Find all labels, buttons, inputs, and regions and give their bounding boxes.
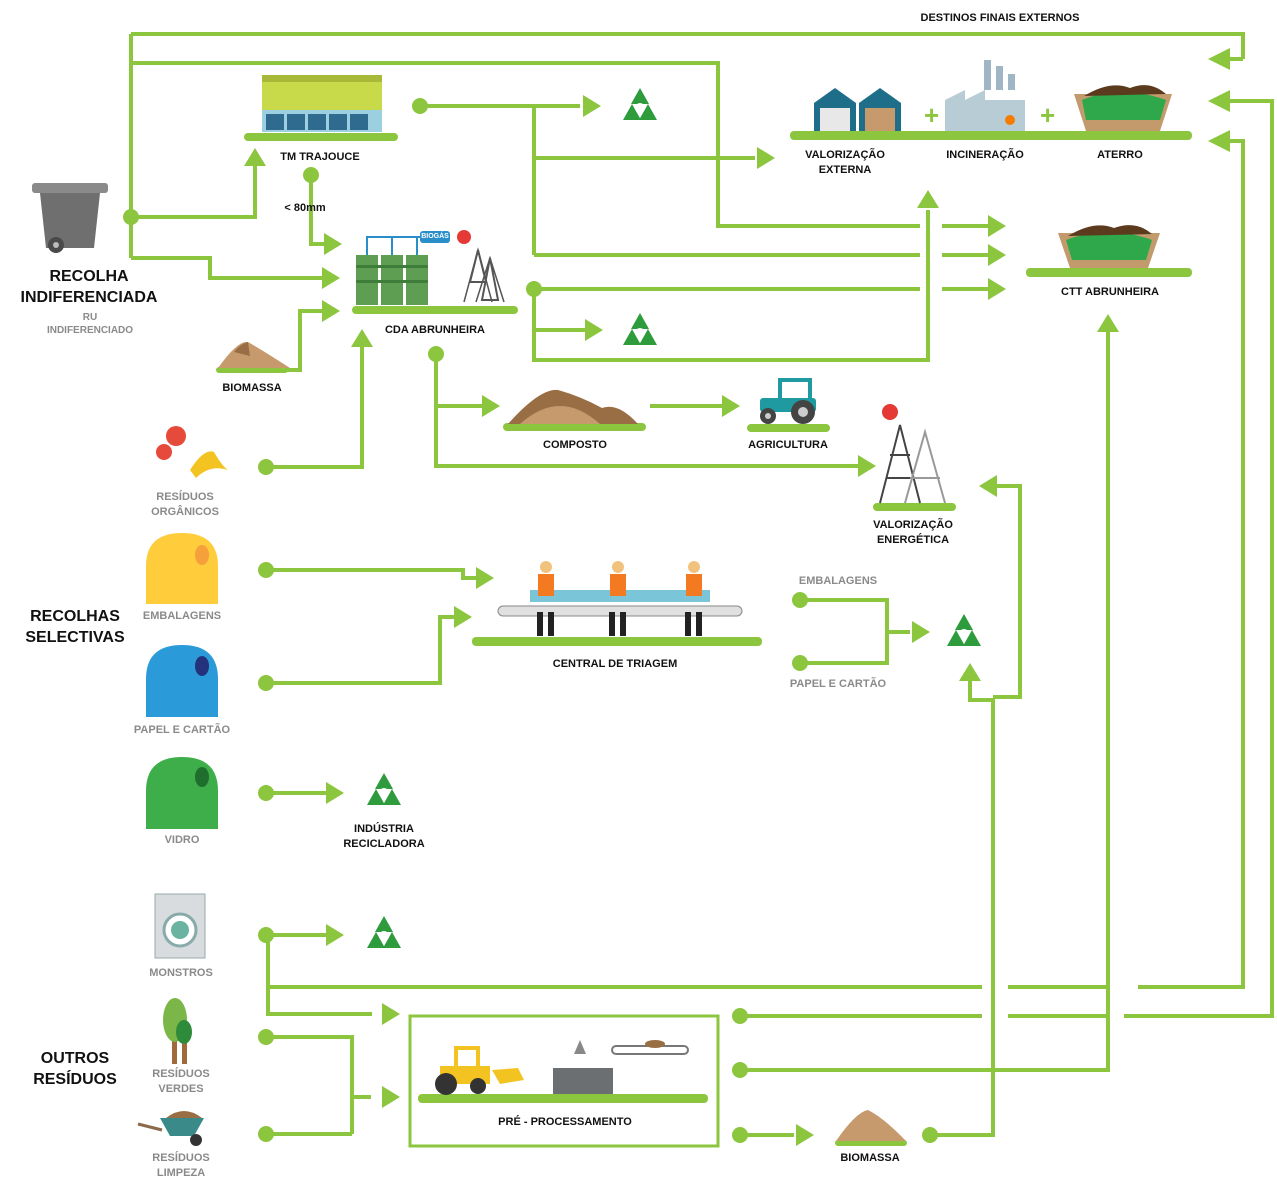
warehouse-icon [814, 88, 901, 131]
cda-abrunheira-label: CDA ABRUNHEIRA [384, 324, 485, 336]
washing-machine-icon [154, 893, 206, 959]
residuos-organicos-label: RESÍDUOS ORGÂNICOS [151, 491, 219, 518]
tree-icon [163, 998, 192, 1064]
embalagens-label: EMBALAGENS [142, 610, 222, 622]
industria-recicladora-label: INDÚSTRIA RECICLADORA [343, 823, 425, 850]
biomass-pile-icon [218, 341, 290, 368]
valorizacao-energetica-label: VALORIZAÇÃO ENERGÉTICA [873, 519, 953, 546]
plus-sign-1: + [924, 100, 939, 130]
embalagens-out-label: EMBALAGENS [798, 575, 878, 587]
pre-processamento-label: PRÉ - PROCESSAMENTO [498, 1116, 632, 1128]
trash-bin-icon [32, 183, 108, 253]
biomassa-bottom-label: BIOMASSA [840, 1152, 900, 1164]
organic-waste-icon [156, 426, 228, 478]
incineracao-label: INCINERAÇÃO [946, 149, 1024, 161]
landfill-icon [1074, 85, 1172, 131]
wheelbarrow-icon [137, 1111, 204, 1146]
compost-pile-icon [508, 389, 638, 424]
power-pylon-icon [879, 404, 946, 504]
flow-lines [129, 32, 1274, 1137]
aterro-label: ATERRO [1097, 149, 1143, 161]
blue-container-icon [146, 645, 218, 717]
agricultura-label: AGRICULTURA [748, 439, 828, 451]
recycle-icon-monstros [367, 916, 401, 948]
tm-trajouce-label: TM TRAJOUCE [280, 151, 360, 163]
recolhas-selectivas-label: RECOLHAS SELECTIVAS [25, 608, 125, 646]
recycle-icon-vidro [367, 773, 401, 805]
central-triagem-label: CENTRAL DE TRIAGEM [552, 658, 678, 670]
residuos-limpeza-label: RESÍDUOS LIMPEZA [152, 1152, 210, 1179]
base-bars [216, 131, 1192, 1146]
recolha-indiferenciada-label: RECOLHA INDIFERENCIADA [20, 268, 158, 306]
recycle-icon-cda [623, 313, 657, 345]
sorting-line-icon [497, 561, 743, 636]
composto-label: COMPOSTO [543, 439, 607, 451]
recycle-icon-triagem [947, 614, 981, 646]
hopper-icon [553, 1040, 613, 1094]
biomassa-top-label: BIOMASSA [222, 382, 282, 394]
papel-cartao-label: PAPEL E CARTÃO [133, 724, 231, 736]
tm-trajouce-building-icon [262, 75, 382, 132]
valorizacao-externa-label: VALORIZAÇÃO EXTERNA [805, 149, 885, 176]
recycle-icon-tm [623, 88, 657, 120]
biogas-label: BIOGÁS [421, 233, 449, 240]
arrowheads [244, 48, 1230, 1146]
conveyor-icon [611, 1040, 689, 1055]
outros-residuos-label: OUTROS RESÍDUOS [33, 1050, 117, 1088]
pre-processing-box [408, 1014, 720, 1148]
vidro-label: VIDRO [164, 834, 200, 846]
tractor-icon [760, 378, 816, 424]
front-loader-icon [435, 1046, 524, 1095]
under-80mm-label: < 80mm [284, 202, 326, 214]
incineration-plant-icon [945, 60, 1025, 131]
papel-cartao-out-label: PAPEL E CARTÃO [789, 678, 887, 690]
node-dots [123, 98, 938, 1143]
biomass-pile-bottom-icon [836, 1110, 906, 1141]
destinos-finais-label: DESTINOS FINAIS EXTERNOS [920, 12, 1080, 24]
green-container-icon [146, 757, 218, 829]
ctt-landfill-icon [1058, 225, 1160, 268]
ru-indiferenciado-label: RU INDIFERENCIADO [46, 312, 134, 336]
plus-sign-2: + [1040, 100, 1055, 130]
cda-biogas-plant-icon [356, 230, 505, 305]
yellow-container-icon [146, 533, 218, 604]
ctt-abrunheira-label: CTT ABRUNHEIRA [1061, 286, 1159, 298]
monstros-label: MONSTROS [149, 967, 213, 979]
residuos-verdes-label: RESÍDUOS VERDES [152, 1068, 210, 1095]
